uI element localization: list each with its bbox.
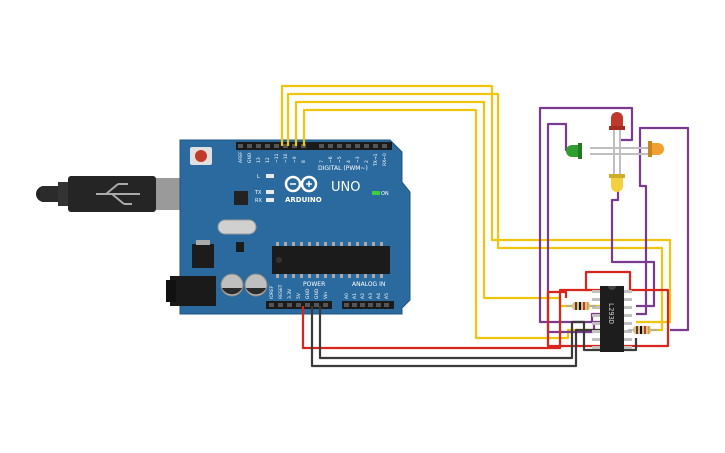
wire-yellow-pin11[interactable] xyxy=(286,92,664,332)
pin-label-5v: 5V xyxy=(296,292,302,299)
chip-label: L293D xyxy=(607,303,615,324)
pin-label-a2: A2 xyxy=(360,293,366,299)
pin-label-6: ~6 xyxy=(328,156,334,163)
pin-label-12: 12 xyxy=(265,157,271,163)
digital-pin-labels: AREF GND 13 12 ~11 ~10 ~9 8 7 ~6 ~5 4 ~3… xyxy=(238,151,388,167)
wire-yellow-pin12[interactable] xyxy=(280,84,672,324)
pin-label-5: ~5 xyxy=(337,156,343,163)
pin-label-2: 2 xyxy=(364,160,370,163)
wire-purple-3[interactable] xyxy=(636,126,690,332)
capacitors xyxy=(220,273,268,297)
onboard-leds: L TX RX xyxy=(254,174,274,204)
pin-label-9: ~9 xyxy=(292,156,298,163)
pin-label-3v3: 3.3V xyxy=(287,288,293,299)
led-orange[interactable] xyxy=(648,141,664,157)
led-label-l: L xyxy=(257,174,260,180)
wire-purple-4[interactable] xyxy=(610,190,656,308)
usb-controller-chip xyxy=(234,191,248,205)
pin-label-11: ~11 xyxy=(274,153,280,163)
led-red[interactable] xyxy=(609,112,625,130)
pin-label-gnd-2: GND xyxy=(314,288,320,299)
digital-header xyxy=(236,142,392,150)
wire-red-5v[interactable] xyxy=(301,288,600,350)
pin-label-10: ~10 xyxy=(283,153,289,163)
pin-label-a5: A5 xyxy=(384,293,390,299)
pin-label-vin: Vin xyxy=(323,292,329,299)
power-label: POWER xyxy=(303,281,325,288)
pin-label-reset: RESET xyxy=(278,284,284,299)
pin-label-8: 8 xyxy=(301,160,307,163)
pin-label-13: 13 xyxy=(256,157,262,163)
pin-label-gnd: GND xyxy=(247,152,253,163)
pin-label-a4: A4 xyxy=(376,293,382,299)
pin-label-a0: A0 xyxy=(344,293,350,299)
brand-label: ARDUINO xyxy=(285,196,322,204)
model-label: UNO xyxy=(331,180,360,195)
digital-header-pins xyxy=(238,144,387,148)
usb-icon xyxy=(96,183,140,205)
resistor-left[interactable] xyxy=(566,302,596,310)
arduino-infinity-logo xyxy=(284,175,318,193)
led-yellow[interactable] xyxy=(609,174,625,192)
on-label: ON xyxy=(381,191,389,197)
power-led xyxy=(372,191,380,195)
pin-label-a1: A1 xyxy=(352,293,358,299)
led-green[interactable] xyxy=(566,143,582,159)
dc-power-jack xyxy=(166,276,216,306)
wire-black-gnd-2[interactable] xyxy=(318,306,638,360)
small-component xyxy=(236,242,244,252)
arduino-uno-board[interactable]: AREF GND 13 12 ~11 ~10 ~9 8 7 ~6 ~5 4 ~3… xyxy=(166,139,411,315)
led-label-rx: RX xyxy=(255,198,262,204)
analog-in-label: ANALOG IN xyxy=(352,281,385,288)
wire-yellow-pin9[interactable] xyxy=(302,108,600,340)
analog-pin-labels: A0 A1 A2 A3 A4 A5 xyxy=(344,293,390,299)
voltage-regulator xyxy=(192,244,214,268)
power-pin-labels: IOREF RESET 3.3V 5V GND GND Vin xyxy=(269,284,329,299)
pin-label-aref: AREF xyxy=(238,151,244,163)
wire-red-loop[interactable] xyxy=(546,270,670,348)
digital-pwm-label: DIGITAL (PWM~) xyxy=(318,165,368,172)
resistor-right[interactable] xyxy=(628,326,658,334)
pin-label-3: ~3 xyxy=(355,156,361,163)
pin-label-tx1: TX→1 xyxy=(373,153,379,167)
atmega-microcontroller xyxy=(272,242,390,278)
crystal-oscillator xyxy=(217,219,257,235)
l293d-chip[interactable]: L293D xyxy=(592,286,632,352)
led-label-tx: TX xyxy=(254,190,262,196)
pin-label-rx0: RX←0 xyxy=(382,153,388,166)
led-bicolor-assembly xyxy=(590,128,648,176)
pin-label-a3: A3 xyxy=(368,293,374,299)
reset-button-cap[interactable] xyxy=(195,150,207,162)
pin-label-ioref: IOREF xyxy=(269,285,275,299)
pin-label-7: 7 xyxy=(319,160,325,163)
pin-label-gnd-1: GND xyxy=(305,288,311,299)
pin-label-4: 4 xyxy=(346,160,352,163)
power-header-pins xyxy=(269,303,328,307)
analog-header-pins xyxy=(344,303,389,307)
